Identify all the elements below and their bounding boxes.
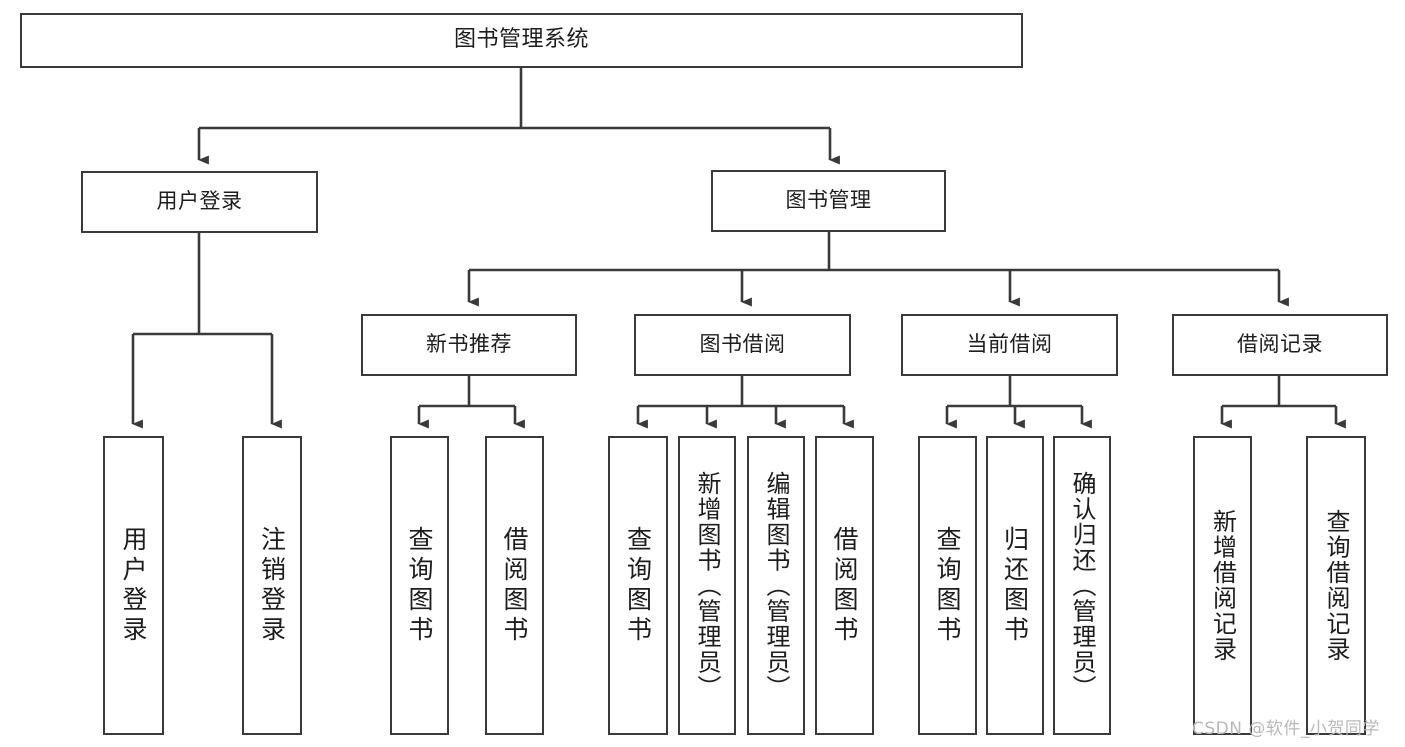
node-label: 新增借阅记录 xyxy=(1208,509,1237,662)
node-label: 图书管理系统 xyxy=(453,27,589,53)
leaf-query-borrow-record[interactable]: 查询借阅记录 xyxy=(1306,436,1366,735)
leaf-query-book-borrow[interactable]: 查询图书 xyxy=(608,436,668,735)
leaf-return-book[interactable]: 归还图书 xyxy=(986,436,1044,735)
leaf-user-login[interactable]: 用户登录 xyxy=(103,436,164,735)
leaf-borrow-book-recommend[interactable]: 借阅图书 xyxy=(485,436,544,735)
leaf-query-book-current[interactable]: 查询图书 xyxy=(918,436,977,735)
leaf-query-book-recommend[interactable]: 查询图书 xyxy=(390,436,449,735)
node-borrow-record[interactable]: 借阅记录 xyxy=(1172,314,1388,376)
leaf-edit-book-admin[interactable]: 编辑图书（管理员） xyxy=(747,436,805,735)
node-label: 注销登录 xyxy=(257,525,287,646)
node-label: 查询借阅记录 xyxy=(1322,509,1350,662)
node-label: 查询图书 xyxy=(623,525,653,646)
node-label: 用户登录 xyxy=(119,525,148,646)
node-label: 确认归还（管理员） xyxy=(1068,470,1096,701)
node-label: 查询图书 xyxy=(933,525,962,646)
node-label: 新书推荐 xyxy=(426,332,512,357)
leaf-borrow-book[interactable]: 借阅图书 xyxy=(815,436,874,735)
node-label: 当前借阅 xyxy=(966,332,1053,357)
leaf-add-borrow-record[interactable]: 新增借阅记录 xyxy=(1193,436,1252,735)
node-label: 图书借阅 xyxy=(699,332,786,357)
node-label: 新增图书（管理员） xyxy=(693,470,721,701)
node-current-borrow[interactable]: 当前借阅 xyxy=(901,314,1118,376)
node-label: 图书管理 xyxy=(785,188,872,213)
node-label: 归还图书 xyxy=(1000,525,1030,646)
node-label: 借阅记录 xyxy=(1237,332,1323,357)
node-label: 编辑图书（管理员） xyxy=(762,470,790,701)
node-label: 用户登录 xyxy=(156,189,243,214)
node-label: 查询图书 xyxy=(405,525,434,646)
node-new-book-recommend[interactable]: 新书推荐 xyxy=(361,314,577,376)
node-book-management[interactable]: 图书管理 xyxy=(711,170,946,232)
leaf-add-book-admin[interactable]: 新增图书（管理员） xyxy=(678,436,736,735)
node-label: 借阅图书 xyxy=(830,525,859,646)
node-book-borrow[interactable]: 图书借阅 xyxy=(634,314,851,376)
leaf-confirm-return-admin[interactable]: 确认归还（管理员） xyxy=(1053,436,1111,735)
leaf-logout[interactable]: 注销登录 xyxy=(242,436,302,735)
node-root-book-management-system[interactable]: 图书管理系统 xyxy=(20,13,1023,68)
node-user-login[interactable]: 用户登录 xyxy=(81,171,318,233)
node-label: 借阅图书 xyxy=(500,525,529,646)
